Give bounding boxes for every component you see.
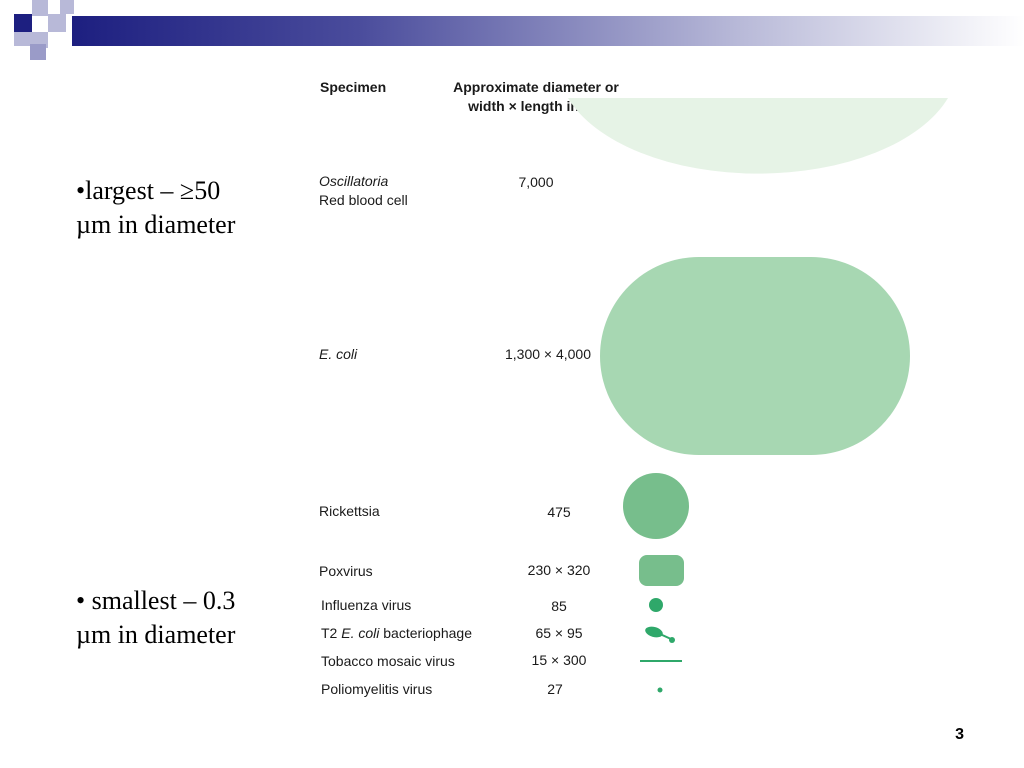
largest-bullet: •largest – ≥50 µm in diameter xyxy=(76,176,236,239)
bacteriophage-prefix: T2 xyxy=(321,625,342,641)
row-size-polio: 27 xyxy=(547,681,563,697)
row-name-red-blood-cell: Red blood cell xyxy=(319,192,408,208)
row-size-bacteriophage: 65 × 95 xyxy=(535,625,583,641)
row-size-poxvirus: 230 × 320 xyxy=(527,562,591,578)
row-name-influenza: Influenza virus xyxy=(321,597,412,613)
row-size-influenza: 85 xyxy=(551,598,567,614)
row-size-rickettsia: 475 xyxy=(547,504,571,520)
polio-shape xyxy=(657,687,663,693)
row-name-polio: Poliomyelitis virus xyxy=(321,681,433,697)
rickettsia-shape xyxy=(623,473,689,539)
red-blood-cell-shape xyxy=(568,98,948,174)
deco-square xyxy=(14,14,32,32)
deco-square xyxy=(32,0,48,16)
row-name-tobacco-mosaic: Tobacco mosaic virus xyxy=(321,653,455,669)
deco-square xyxy=(48,14,66,32)
bacteriophage-shape xyxy=(645,626,675,643)
row-size-e-coli: 1,300 × 4,000 xyxy=(504,346,592,362)
row-size-tobacco-mosaic: 15 × 300 xyxy=(531,652,587,668)
specimen-header: Specimen xyxy=(320,79,387,95)
row-size-red-blood-cell: 7,000 xyxy=(518,174,554,190)
page-number: 3 xyxy=(955,726,964,743)
e-coli-shape xyxy=(600,257,910,455)
row-name-e-coli: E. coli xyxy=(319,346,358,362)
bacteriophage-ecoli: E. coli xyxy=(341,625,380,641)
row-name-bacteriophage: T2 E. coli bacteriophage xyxy=(321,624,472,643)
deco-square xyxy=(30,44,46,60)
smallest-bullet: • smallest – 0.3 µm in diameter xyxy=(76,586,236,649)
header-gradient-bar xyxy=(72,16,1024,46)
bacteriophage-suffix: bacteriophage xyxy=(379,625,472,641)
influenza-shape xyxy=(649,598,663,612)
deco-square xyxy=(60,0,74,14)
row-name-poxvirus: Poxvirus xyxy=(319,563,373,579)
poxvirus-shape xyxy=(639,555,684,586)
size-header: Approximate diameter or width × length i… xyxy=(453,79,619,114)
row-name-oscillatoria: Oscillatoria xyxy=(319,173,389,189)
deco-square xyxy=(14,32,32,46)
row-name-rickettsia: Rickettsia xyxy=(319,503,380,519)
